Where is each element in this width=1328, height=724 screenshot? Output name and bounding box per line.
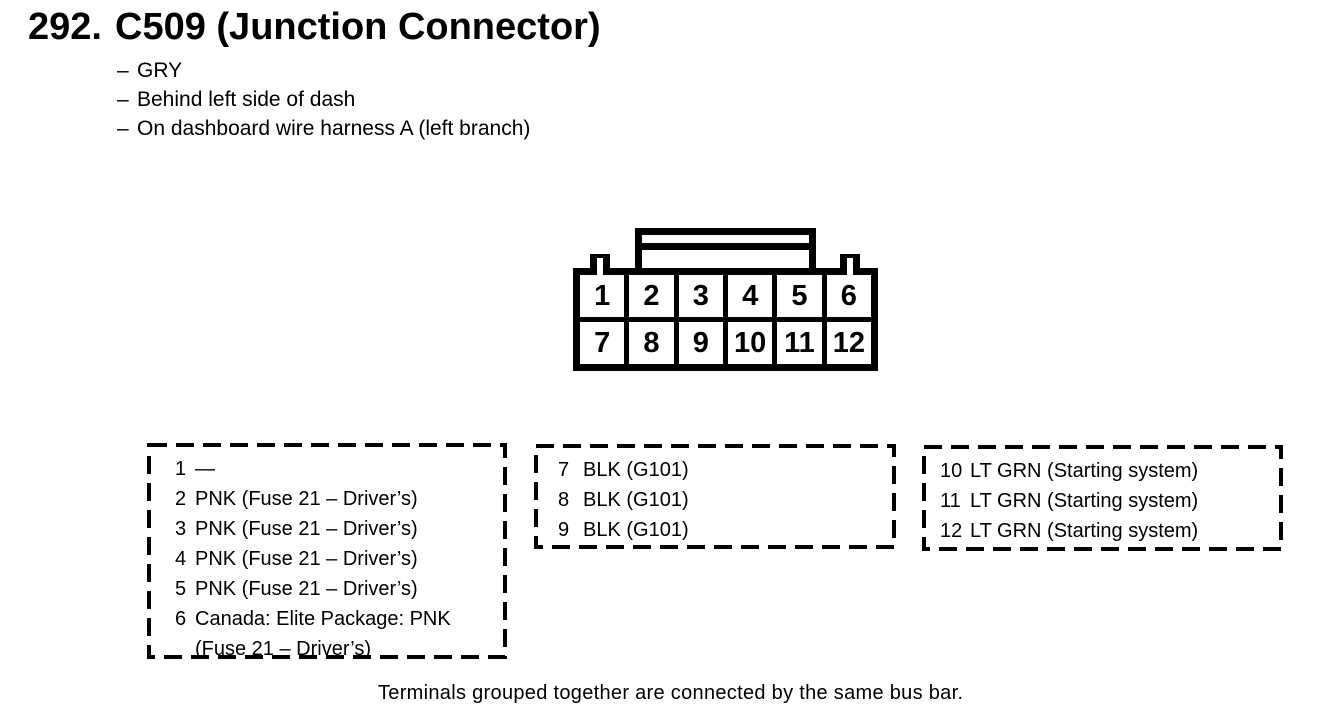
- pin-description: LT GRN (Starting system): [970, 460, 1199, 482]
- note-dash: –: [117, 117, 129, 140]
- pin-cell: 3: [678, 275, 723, 317]
- pin-description: PNK (Fuse 21 – Driver’s): [195, 548, 418, 570]
- pin-row: 7 BLK (G101): [558, 455, 896, 485]
- pin-row: 12 LT GRN (Starting system): [940, 516, 1283, 546]
- pin-number: 7: [558, 459, 570, 481]
- pin-number: 9: [558, 519, 570, 541]
- pin-number: 12: [940, 520, 963, 542]
- pin-row: 3 PNK (Fuse 21 – Driver’s): [175, 514, 507, 544]
- note-dash: –: [117, 59, 129, 82]
- pin-cell: 5: [777, 275, 822, 317]
- section-heading: 292. C509 (Junction Connector): [28, 6, 601, 49]
- pin-number: 6: [175, 608, 187, 630]
- connector-body: 1 2 3 4 5 6 7 8 9 10 11 12: [573, 268, 878, 371]
- pin-description-line-1: Canada: Elite Package: PNK: [195, 608, 451, 630]
- note-text: Behind left side of dash: [137, 88, 356, 111]
- pin-description-line-2: (Fuse 21 – Driver’s): [195, 638, 371, 660]
- pin-cell: 12: [826, 322, 871, 364]
- pin-description: BLK (G101): [583, 489, 689, 511]
- pin-row: 11 LT GRN (Starting system): [940, 486, 1283, 516]
- pin-cell: 8: [629, 322, 674, 364]
- pin-number: 8: [558, 489, 570, 511]
- pin-cell: 10: [727, 322, 773, 364]
- pin-description: LT GRN (Starting system): [970, 490, 1199, 512]
- pin-description: PNK (Fuse 21 – Driver’s): [195, 578, 418, 600]
- pin-description: PNK (Fuse 21 – Driver’s): [195, 518, 418, 540]
- page-title: C509 (Junction Connector): [115, 6, 601, 48]
- dashed-border: [147, 443, 507, 659]
- pin-cell: 11: [777, 322, 822, 364]
- pin-group-box-1-6: 1 — 2 PNK (Fuse 21 – Driver’s) 3 PNK (Fu…: [147, 443, 507, 660]
- connector-diagram: 1 2 3 4 5 6 7 8 9 10 11 12: [573, 228, 878, 371]
- pin-number: 4: [175, 548, 187, 570]
- pin-number: 1: [175, 458, 187, 480]
- connector-latch-line: [642, 243, 809, 250]
- pin-row: 6 Canada: Elite Package: PNK (Fuse 21 – …: [175, 604, 507, 664]
- pin-group-box-10-12: 10 LT GRN (Starting system) 11 LT GRN (S…: [922, 445, 1283, 551]
- pin-cell: 6: [826, 275, 871, 317]
- note-item: – On dashboard wire harness A (left bran…: [117, 114, 530, 143]
- pin-number: 2: [175, 488, 187, 510]
- pin-description: PNK (Fuse 21 – Driver’s): [195, 488, 418, 510]
- pin-description: Canada: Elite Package: PNK (Fuse 21 – Dr…: [195, 604, 451, 664]
- connector-keyway-slot: [597, 258, 603, 278]
- pin-cell: 9: [678, 322, 723, 364]
- connector-latch: [635, 228, 816, 268]
- pin-row: 4 PNK (Fuse 21 – Driver’s): [175, 544, 507, 574]
- dashed-border: [534, 444, 896, 549]
- pin-row: 2 PNK (Fuse 21 – Driver’s): [175, 484, 507, 514]
- note-dash: –: [117, 88, 129, 111]
- section-number: 292.: [28, 6, 102, 48]
- note-item: – Behind left side of dash: [117, 85, 530, 114]
- bus-bar-note: Terminals grouped together are connected…: [378, 682, 964, 704]
- dashed-border: [922, 445, 1283, 551]
- pin-row: 5 PNK (Fuse 21 – Driver’s): [175, 574, 507, 604]
- pin-row: 10 LT GRN (Starting system): [940, 456, 1283, 486]
- pin-cell: 1: [580, 275, 625, 317]
- pin-description: LT GRN (Starting system): [970, 520, 1199, 542]
- pin-description: BLK (G101): [583, 519, 689, 541]
- pin-cell: 2: [629, 275, 674, 317]
- pin-row: 8 BLK (G101): [558, 485, 896, 515]
- note-text: GRY: [137, 59, 183, 82]
- pin-number: 5: [175, 578, 187, 600]
- pin-description: BLK (G101): [583, 459, 689, 481]
- connector-keyway-left: [590, 254, 610, 278]
- pin-number: 3: [175, 518, 187, 540]
- pin-cell: 4: [727, 275, 773, 317]
- pin-group-box-7-9: 7 BLK (G101) 8 BLK (G101) 9 BLK (G101): [534, 444, 896, 549]
- pin-number: 10: [940, 460, 963, 482]
- connector-notes: – GRY – Behind left side of dash – On da…: [117, 56, 530, 143]
- pin-description: —: [195, 458, 215, 480]
- pin-number: 11: [940, 490, 961, 512]
- connector-keyway-right: [840, 254, 860, 278]
- note-item: – GRY: [117, 56, 530, 85]
- connector-keyway-slot: [847, 258, 853, 278]
- pin-row: 9 BLK (G101): [558, 515, 896, 545]
- pin-row: 1 —: [175, 454, 507, 484]
- pin-cell: 7: [580, 322, 625, 364]
- note-text: On dashboard wire harness A (left branch…: [137, 117, 531, 140]
